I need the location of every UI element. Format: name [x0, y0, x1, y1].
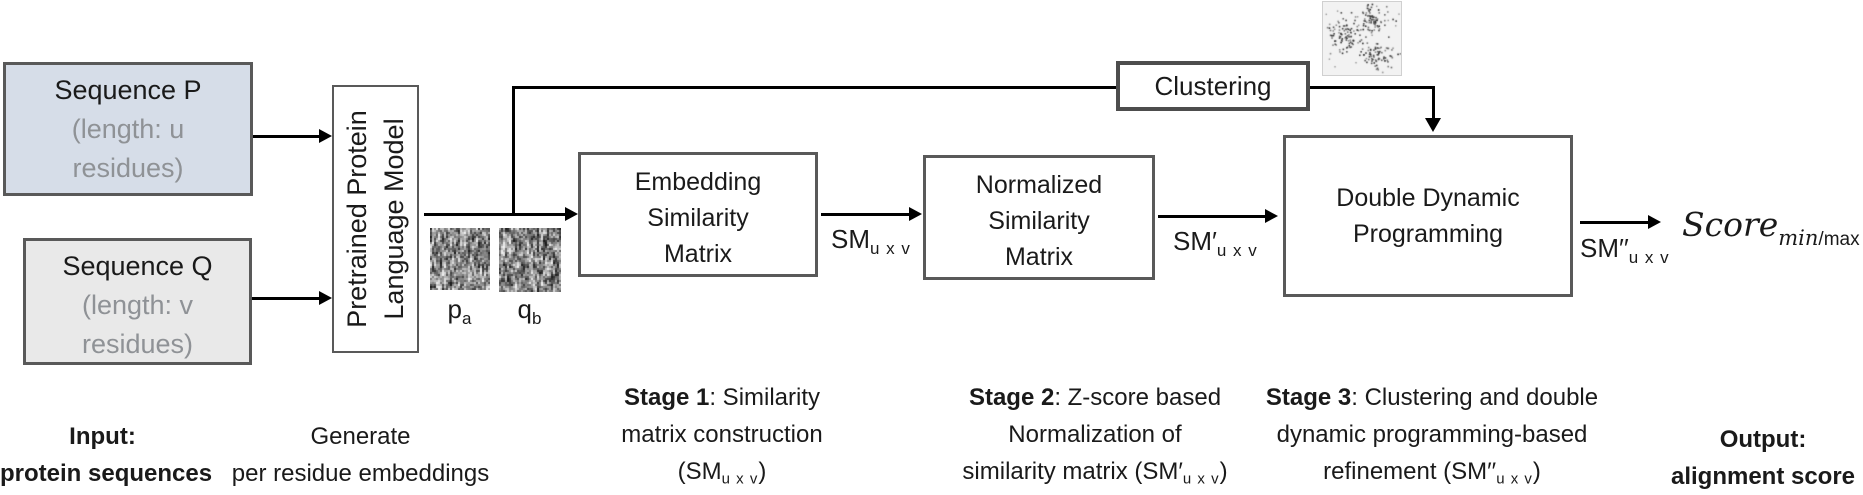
- arrow-esm-to-nsm: [821, 213, 910, 216]
- arrowhead-score-icon: [1648, 215, 1661, 229]
- arrowhead-esm-icon: [565, 207, 578, 221]
- arrowhead-seqq-icon: [319, 291, 332, 305]
- clustering-down-line: [1432, 88, 1435, 119]
- clustering-scatter-image: [1322, 1, 1402, 76]
- sequence-q-length-line1: (length: v: [81, 290, 194, 320]
- embedding-similarity-matrix-box: Embedding Similarity Matrix: [578, 152, 818, 277]
- caption-stage2: Stage 2: Z-score based Normalization of …: [962, 384, 1228, 488]
- arrowhead-ddp-icon: [1265, 209, 1278, 223]
- sequence-q-title: Sequence Q: [62, 251, 213, 281]
- branch-line-up: [512, 87, 515, 216]
- arrow-nsm-to-ddp: [1158, 215, 1266, 218]
- arrow-seqp-to-plm: [253, 135, 319, 138]
- arrow-ddp-to-score: [1580, 221, 1649, 224]
- embedding-p-label: pa: [447, 294, 473, 328]
- pretrained-plm-label: Pretrained Protein Language Model: [341, 110, 409, 328]
- clustering-top-line: [512, 86, 1435, 89]
- sm-uxv-label: SMu x v: [831, 224, 911, 258]
- sequence-p-length-line2: residues): [72, 153, 184, 183]
- double-dynamic-programming-box: Double Dynamic Programming: [1283, 135, 1573, 297]
- embedding-p-image: [430, 228, 490, 290]
- clustering-box: Clustering: [1116, 61, 1310, 111]
- arrow-plm-to-esm: [424, 213, 566, 216]
- score-output-label: Scoremin/max: [1682, 205, 1860, 251]
- clustering-label: Clustering: [1154, 71, 1272, 101]
- sequence-q-box: Sequence Q (length: v residues): [23, 238, 252, 365]
- embedding-q-label: qb: [517, 294, 543, 328]
- pretrained-plm-box: Pretrained Protein Language Model: [332, 85, 419, 353]
- caption-input: Input: protein sequences: [0, 423, 213, 487]
- caption-stage3: Stage 3: Clustering and double dynamic p…: [1265, 384, 1599, 488]
- sequence-q-length-line2: residues): [81, 329, 194, 359]
- embedding-q-image: [499, 228, 561, 292]
- sequence-p-length-line1: (length: u: [71, 114, 185, 144]
- caption-generate: Generate per residue embeddings: [231, 423, 490, 487]
- arrow-seqq-to-plm: [252, 297, 319, 300]
- arrowhead-nsm-icon: [909, 207, 922, 221]
- sm-doubleprime-uxv-label: SM′′u x v: [1580, 233, 1670, 267]
- arrowhead-ddp-top-icon: [1425, 118, 1441, 132]
- sequence-p-box: Sequence P (length: u residues): [3, 62, 253, 196]
- sm-prime-uxv-label: SM′u x v: [1173, 226, 1258, 260]
- caption-stage1: Stage 1: Similarity matrix construction …: [621, 384, 823, 488]
- normalized-similarity-matrix-box: Normalized Similarity Matrix: [923, 155, 1155, 280]
- arrowhead-seqp-icon: [319, 129, 332, 143]
- sequence-p-title: Sequence P: [54, 75, 202, 105]
- caption-output: Output: alignment score: [1670, 426, 1856, 490]
